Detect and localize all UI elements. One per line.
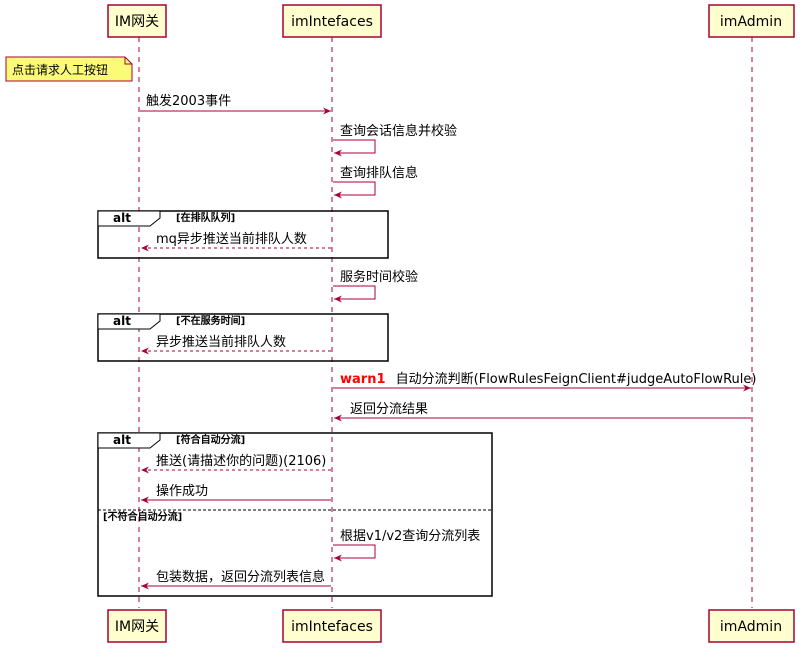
participant-gw-top: IM网关 [107, 4, 167, 38]
svg-text:服务时间校验: 服务时间校验 [340, 269, 418, 285]
message-operation-success: 操作成功 [141, 483, 331, 504]
message-return-flow-result: 返回分流结果 [334, 402, 751, 422]
svg-text:[符合自动分流]: [符合自动分流] [176, 433, 245, 446]
svg-text:alt: alt [113, 314, 131, 328]
participant-gw-bottom: IM网关 [107, 609, 167, 643]
participant-adm-bottom: imAdmin [708, 609, 795, 643]
svg-text:[在排队队列]: [在排队队列] [176, 211, 235, 224]
svg-text:操作成功: 操作成功 [156, 483, 208, 499]
note: 点击请求人工按钮 [5, 56, 133, 82]
svg-text:imAdmin: imAdmin [720, 619, 782, 635]
svg-text:imIntefaces: imIntefaces [291, 14, 373, 30]
svg-text:[不在服务时间]: [不在服务时间] [176, 314, 245, 327]
message-mq-push-queue-count: mq异步推送当前排队人数 [141, 231, 331, 252]
svg-text:查询排队信息: 查询排队信息 [340, 165, 418, 181]
svg-text:根据v1/v2查询分流列表: 根据v1/v2查询分流列表 [340, 529, 480, 544]
svg-text:mq异步推送当前排队人数: mq异步推送当前排队人数 [156, 231, 307, 247]
svg-text:触发2003事件: 触发2003事件 [146, 93, 231, 109]
svg-text:返回分流结果: 返回分流结果 [350, 402, 428, 417]
participant-adm-top: imAdmin [708, 4, 795, 38]
message-query-session: 查询会话信息并校验 [333, 123, 457, 157]
svg-text:查询会话信息并校验: 查询会话信息并校验 [340, 123, 457, 139]
message-service-time-check: 服务时间校验 [333, 269, 418, 303]
svg-text:warn1 自动分流判断(FlowRulesFe: warn1 自动分流判断(FlowRulesFeignClient#judgeA… [340, 372, 756, 387]
svg-text:IM网关: IM网关 [115, 14, 159, 30]
message-query-flow-list: 根据v1/v2查询分流列表 [333, 529, 480, 562]
message-return-flow-list: 包装数据，返回分流列表信息 [141, 569, 331, 590]
svg-text:[不符合自动分流]: [不符合自动分流] [103, 510, 182, 523]
svg-text:imIntefaces: imIntefaces [291, 619, 373, 635]
message-push-describe-problem: 推送(请描述你的问题)(2106) [141, 453, 331, 474]
message-query-queue: 查询排队信息 [333, 165, 418, 199]
message-trigger-2003: 触发2003事件 [140, 93, 331, 115]
svg-text:推送(请描述你的问题)(2106): 推送(请描述你的问题)(2106) [156, 453, 326, 469]
svg-text:包装数据，返回分流列表信息: 包装数据，返回分流列表信息 [156, 569, 325, 585]
message-async-push-queue-count: 异步推送当前排队人数 [141, 334, 331, 355]
alt-fragment-out-of-service: alt [不在服务时间] [97, 313, 389, 362]
alt-fragment-in-queue: alt [在排队队列] [97, 210, 389, 259]
svg-text:alt: alt [113, 433, 131, 447]
alt-fragment-auto-flow: alt [符合自动分流] [不符合自动分流] [97, 432, 493, 597]
svg-text:IM网关: IM网关 [115, 619, 159, 635]
svg-text:alt: alt [113, 211, 131, 225]
message-auto-flow-judge: warn1 自动分流判断(FlowRulesFeignClient#judgeA… [333, 372, 756, 392]
participant-intf-top: imIntefaces [282, 4, 382, 38]
svg-text:imAdmin: imAdmin [720, 14, 782, 30]
svg-text:点击请求人工按钮: 点击请求人工按钮 [12, 62, 108, 77]
svg-text:异步推送当前排队人数: 异步推送当前排队人数 [156, 334, 286, 350]
participant-intf-bottom: imIntefaces [282, 609, 382, 643]
